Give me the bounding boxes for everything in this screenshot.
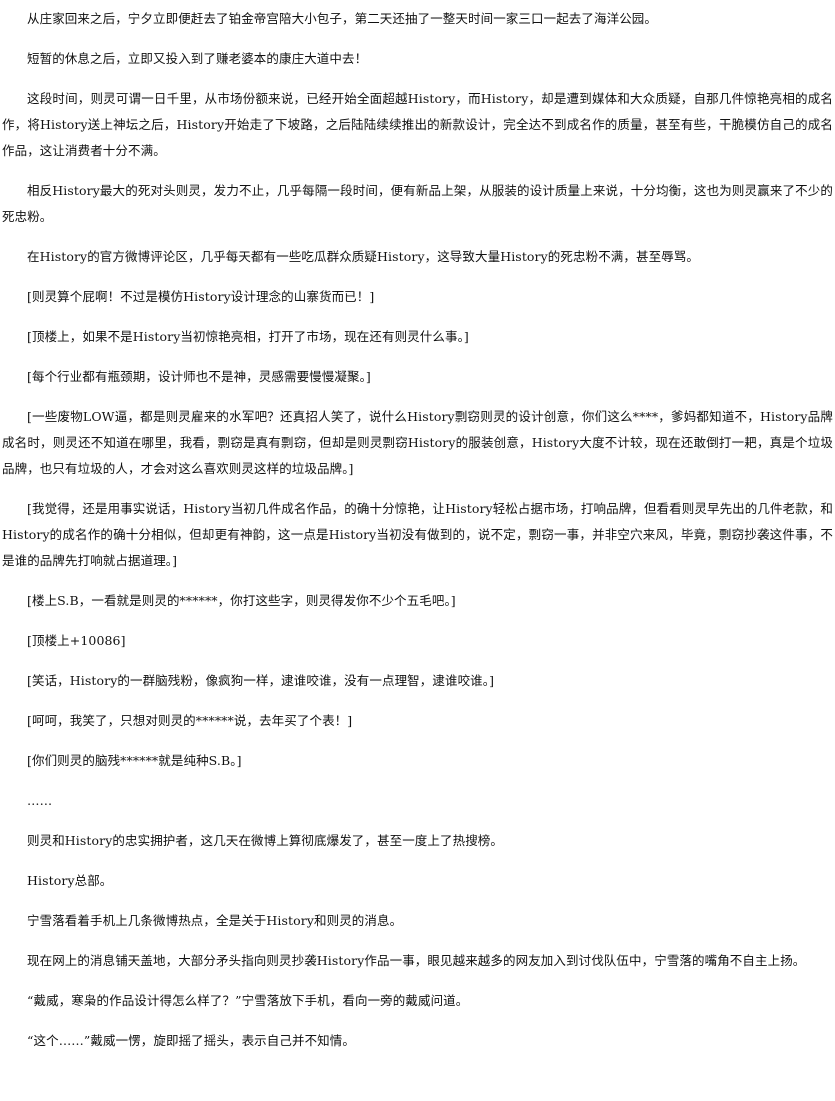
weibo-comment: [楼上S.B，一看就是则灵的******，你打这些字，则灵得发你不少个五毛吧。]: [27, 593, 456, 608]
paragraph: 从庄家回来之后，宁夕立即便赶去了铂金帝宫陪大小包子，第二天还抽了一整天时间一家三…: [27, 11, 658, 26]
weibo-comment: [呵呵，我笑了，只想对则灵的******说，去年买了个表！]: [27, 713, 353, 728]
weibo-comment: [笑话，History的一群脑残粉，像疯狗一样，逮谁咬谁，没有一点理智，逮谁咬谁…: [27, 673, 495, 688]
dialogue-paragraph: “这个……”戴威一愣，旋即摇了摇头，表示自己并不知情。: [27, 1033, 355, 1048]
weibo-comment: [顶楼上+10086]: [27, 633, 126, 648]
weibo-comment: [则灵算个屁啊！不过是模仿History设计理念的山寨货而已！]: [27, 289, 375, 304]
paragraph: 宁雪落看着手机上几条微博热点，全是关于History和则灵的消息。: [27, 913, 403, 928]
weibo-comment: [顶楼上，如果不是History当初惊艳亮相，打开了市场，现在还有则灵什么事。]: [27, 329, 469, 344]
scene-heading: History总部。: [27, 873, 113, 888]
paragraph: 则灵和History的忠实拥护者，这几天在微博上算彻底爆发了，甚至一度上了热搜榜…: [27, 833, 504, 848]
weibo-comment: [一些废物LOW逼，都是则灵雇来的水军吧？还真招人笑了，说什么History剽窃…: [2, 409, 833, 476]
ellipsis-paragraph: ……: [27, 793, 53, 808]
weibo-comment: [你们则灵的脑残******就是纯种S.B。]: [27, 753, 242, 768]
paragraph: 相反History最大的死对头则灵，发力不止，几乎每隔一段时间，便有新品上架，从…: [2, 183, 833, 224]
weibo-comment: [每个行业都有瓶颈期，设计师也不是神，灵感需要慢慢凝聚。]: [27, 369, 371, 384]
weibo-comment: [我觉得，还是用事实说话，History当初几件成名作品，的确十分惊艳，让His…: [2, 501, 833, 568]
paragraph: 这段时间，则灵可谓一日千里，从市场份额来说，已经开始全面超越History，而H…: [2, 91, 833, 158]
dialogue-paragraph: “戴威，寒枭的作品设计得怎么样了？”宁雪落放下手机，看向一旁的戴威问道。: [27, 993, 469, 1008]
paragraph: 短暂的休息之后，立即又投入到了赚老婆本的康庄大道中去！: [27, 51, 368, 66]
paragraph: 现在网上的消息铺天盖地，大部分矛头指向则灵抄袭History作品一事，眼见越来越…: [27, 953, 806, 968]
paragraph: 在History的官方微博评论区，几乎每天都有一些吃瓜群众质疑History，这…: [27, 249, 699, 264]
